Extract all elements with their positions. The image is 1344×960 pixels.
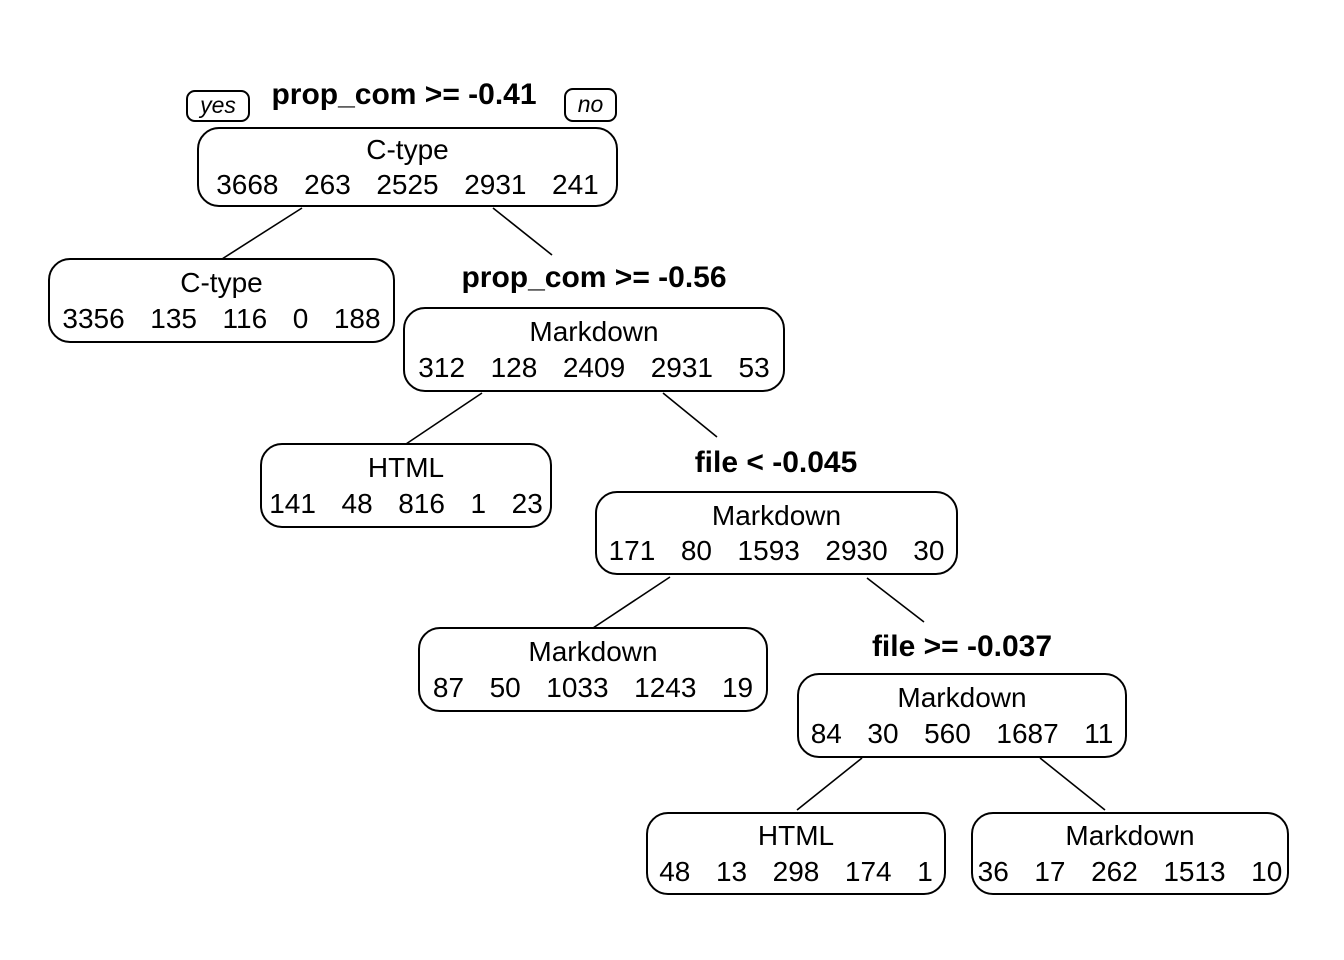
no-edge-label: no — [564, 88, 617, 122]
node-class-counts: 36 17 262 1513 10 — [977, 855, 1283, 887]
tree-node-markdown-leaf-2: Markdown 36 17 262 1513 10 — [971, 812, 1289, 895]
edge-root-yes — [221, 207, 303, 260]
split-label-node5: file < -0.045 — [694, 446, 858, 479]
node-class-counts: 171 80 1593 2930 30 — [608, 535, 945, 566]
node-class-label: Markdown — [711, 499, 842, 531]
node-class-label: HTML — [757, 820, 835, 852]
node-class-counts: 3356 135 116 0 188 — [62, 302, 381, 334]
edge-root-no — [492, 207, 553, 256]
tree-node-html-leaf-1: HTML 141 48 816 1 23 — [260, 443, 552, 528]
node-class-counts: 84 30 560 1687 11 — [810, 717, 1114, 749]
node-class-label: C-type — [180, 267, 263, 299]
edge-node5-yes — [592, 576, 671, 629]
node-class-counts: 3668 263 2525 2931 241 — [216, 169, 599, 200]
node-class-counts: 312 128 2409 2931 53 — [418, 351, 770, 383]
node-class-label: Markdown — [529, 316, 659, 348]
yes-edge-label: yes — [186, 90, 250, 122]
node-class-label: Markdown — [1065, 820, 1195, 852]
edge-node5-no — [866, 577, 925, 623]
edge-node3-no — [662, 392, 718, 438]
split-label-node7: file >= -0.037 — [871, 630, 1053, 663]
node-class-label: HTML — [367, 452, 445, 484]
node-class-counts: 87 50 1033 1243 19 — [432, 671, 754, 703]
node-class-counts: 48 13 298 174 1 — [659, 855, 933, 887]
node-class-label: Markdown — [897, 682, 1027, 714]
node-class-counts: 141 48 816 1 23 — [269, 487, 543, 519]
tree-node-html-leaf-2: HTML 48 13 298 174 1 — [646, 812, 946, 895]
tree-node-markdown-4: Markdown 84 30 560 1687 11 — [797, 673, 1127, 758]
tree-node-markdown-leaf-1: Markdown 87 50 1033 1243 19 — [418, 627, 768, 712]
tree-node-ctype-leaf: C-type 3356 135 116 0 188 — [48, 258, 395, 343]
edge-node7-yes — [796, 757, 863, 811]
tree-node-markdown-2: Markdown 312 128 2409 2931 53 — [403, 307, 785, 392]
split-label-node3: prop_com >= -0.56 — [461, 261, 727, 294]
node-class-label: Markdown — [528, 636, 658, 668]
split-label-root: prop_com >= -0.41 — [271, 78, 537, 111]
tree-node-markdown-3: Markdown 171 80 1593 2930 30 — [595, 491, 958, 575]
edge-node7-no — [1039, 757, 1106, 811]
edge-node3-yes — [405, 392, 483, 445]
tree-node-root: C-type 3668 263 2525 2931 241 — [197, 127, 618, 207]
node-class-label: C-type — [366, 133, 449, 165]
